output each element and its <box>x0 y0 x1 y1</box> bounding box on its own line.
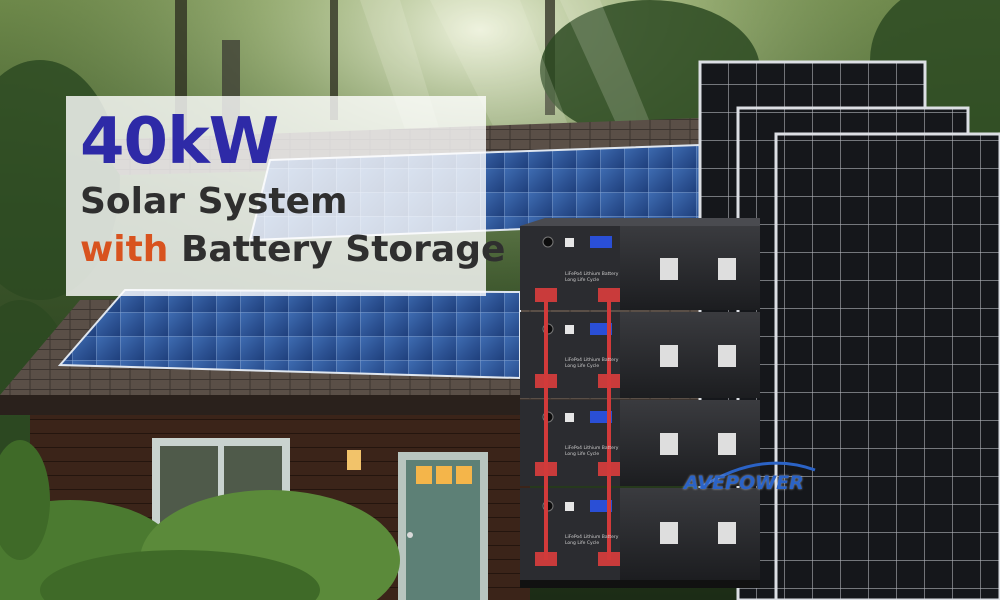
subtitle-line2-rest: Battery Storage <box>168 229 506 270</box>
subtitle-line2: with Battery Storage <box>80 228 505 272</box>
battery-label-line1: LiFePo4 Lithium Battery <box>565 271 619 277</box>
title-overlay: 40kW Solar System with Battery Storage <box>66 96 505 296</box>
brand-logo: AVEPOWER <box>684 472 804 494</box>
foreground-shrubs <box>0 440 400 600</box>
brand-swoosh-icon <box>699 461 816 490</box>
headline-power: 40kW <box>80 105 279 179</box>
porch-lamp <box>347 450 361 470</box>
subtitle-line1: Solar System <box>80 181 348 222</box>
subtitle-accent-word: with <box>80 229 169 270</box>
battery-module-3 <box>520 400 760 486</box>
roof-solar-panels-lower <box>57 288 521 380</box>
battery-label-line2: Long Life Cycle <box>565 451 599 457</box>
battery-label-line1: LiFePo4 Lithium Battery <box>565 357 619 363</box>
battery-label-line2: Long Life Cycle <box>565 277 599 283</box>
battery-cables <box>544 300 611 560</box>
house-door <box>398 452 488 600</box>
battery-label-line1: LiFePo4 Lithium Battery <box>565 445 619 451</box>
battery-stack <box>520 218 760 588</box>
battery-module-4 <box>520 488 760 580</box>
battery-label-line2: Long Life Cycle <box>565 540 599 546</box>
battery-label-line1: LiFePo4 Lithium Battery <box>565 534 619 540</box>
battery-module-2 <box>520 312 760 398</box>
battery-label-line2: Long Life Cycle <box>565 363 599 369</box>
battery-module-1 <box>520 218 760 310</box>
